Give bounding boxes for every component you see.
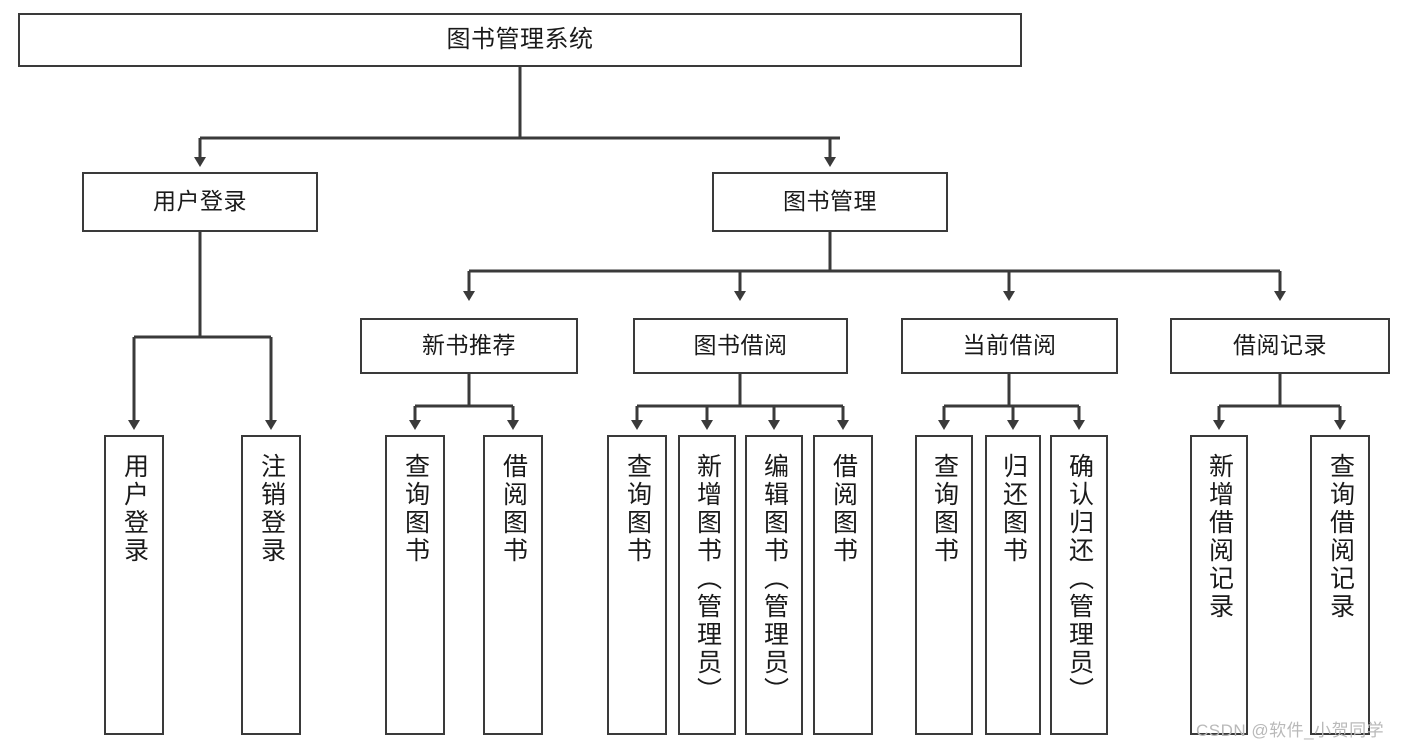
node-leaf-return-book[interactable]: 归还图书	[985, 435, 1041, 735]
node-leaf-query-book-3[interactable]: 查询图书	[915, 435, 973, 735]
node-user-login-label: 用户登录	[153, 188, 247, 215]
node-current-borrow-label: 当前借阅	[962, 332, 1057, 359]
node-leaf-query-book-1[interactable]: 查询图书	[385, 435, 445, 735]
node-leaf-edit-book[interactable]: 编辑图书（管理员）	[745, 435, 803, 735]
node-leaf-query-book-3-label: 查询图书	[930, 453, 959, 565]
node-leaf-borrow-book-2-label: 借阅图书	[829, 453, 858, 565]
node-leaf-user-logout[interactable]: 注销登录	[241, 435, 301, 735]
node-leaf-add-book-label: 新增图书（管理员）	[693, 453, 722, 705]
node-root-label: 图书管理系统	[446, 25, 594, 53]
node-leaf-add-record[interactable]: 新增借阅记录	[1190, 435, 1248, 735]
node-leaf-query-book-2-label: 查询图书	[623, 453, 652, 565]
node-leaf-borrow-book-2[interactable]: 借阅图书	[813, 435, 873, 735]
node-borrow-record[interactable]: 借阅记录	[1170, 318, 1390, 374]
node-book-manage[interactable]: 图书管理	[712, 172, 948, 232]
node-leaf-return-book-label: 归还图书	[999, 453, 1028, 565]
node-leaf-confirm-return[interactable]: 确认归还（管理员）	[1050, 435, 1108, 735]
node-leaf-add-book[interactable]: 新增图书（管理员）	[678, 435, 736, 735]
node-book-borrow-label: 图书借阅	[693, 332, 788, 359]
node-leaf-query-record[interactable]: 查询借阅记录	[1310, 435, 1370, 735]
node-user-login[interactable]: 用户登录	[82, 172, 318, 232]
node-leaf-user-login-label: 用户登录	[120, 453, 149, 565]
node-new-book-recommend[interactable]: 新书推荐	[360, 318, 578, 374]
node-leaf-add-record-label: 新增借阅记录	[1205, 453, 1234, 621]
node-book-borrow[interactable]: 图书借阅	[633, 318, 848, 374]
node-leaf-user-login[interactable]: 用户登录	[104, 435, 164, 735]
node-leaf-edit-book-label: 编辑图书（管理员）	[760, 453, 789, 705]
node-leaf-query-record-label: 查询借阅记录	[1326, 453, 1355, 621]
node-leaf-user-logout-label: 注销登录	[257, 453, 286, 565]
node-leaf-query-book-1-label: 查询图书	[401, 453, 430, 565]
node-new-book-recommend-label: 新书推荐	[422, 332, 516, 359]
node-leaf-confirm-return-label: 确认归还（管理员）	[1065, 453, 1094, 705]
node-borrow-record-label: 借阅记录	[1233, 332, 1327, 359]
node-leaf-query-book-2[interactable]: 查询图书	[607, 435, 667, 735]
node-leaf-borrow-book-1-label: 借阅图书	[499, 453, 528, 565]
node-book-manage-label: 图书管理	[783, 188, 877, 215]
node-current-borrow[interactable]: 当前借阅	[901, 318, 1118, 374]
node-root[interactable]: 图书管理系统	[18, 13, 1022, 67]
node-leaf-borrow-book-1[interactable]: 借阅图书	[483, 435, 543, 735]
